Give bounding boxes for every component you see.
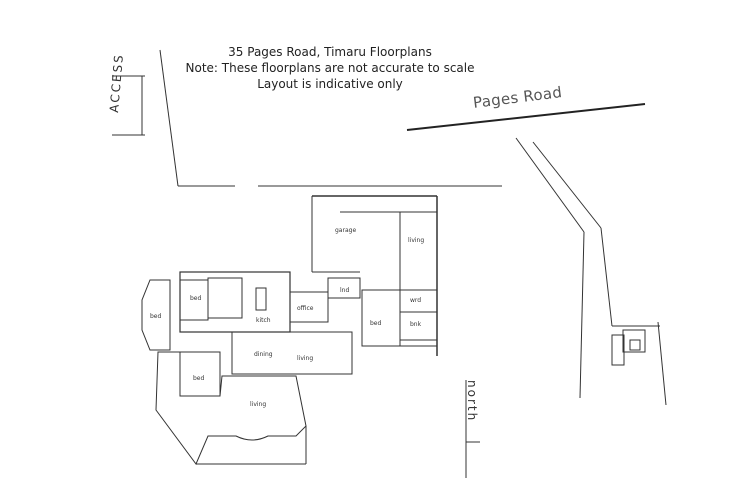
room-label-lnd: lnd (340, 287, 349, 294)
pages-road-line (406, 103, 646, 131)
room-label-bed-lower: bed (193, 375, 205, 382)
scale-note: Note: These floorplans are not accurate … (185, 61, 475, 75)
room-label-bed-left: bed (150, 313, 162, 320)
neighbour-building (622, 329, 646, 353)
boundary-left-line (159, 49, 179, 187)
room-label-bnk: bnk (410, 321, 422, 328)
room-label-living-bottom: living (250, 401, 266, 408)
plan-title: 35 Pages Road, Timaru Floorplans (228, 45, 432, 59)
room-label-kitch: kitch (256, 317, 271, 324)
lnd-room (327, 277, 361, 299)
room-label-bed-upper: bed (190, 295, 202, 302)
room-label-living-top: living (408, 237, 424, 244)
neighbour-shed (611, 334, 625, 366)
right-boundary-right (600, 227, 613, 327)
bed-left-bay (141, 279, 171, 351)
room-label-bed-right: bed (370, 320, 382, 327)
living-bottom-room (155, 351, 307, 465)
room-label-dining: dining (254, 351, 273, 358)
driveway-left-line (515, 137, 585, 233)
neighbour-building-inner (629, 339, 641, 351)
layout-note: Layout is indicative only (257, 77, 403, 91)
right-boundary-left (579, 231, 585, 399)
driveway-right-line (532, 141, 602, 229)
room-label-wrd: wrd (410, 297, 421, 304)
room-label-living-mid: living (297, 355, 313, 362)
room-label-office: office (297, 305, 314, 312)
bed-upper-room (179, 279, 209, 321)
bed-lower-room (179, 351, 221, 397)
kitchen-island (255, 287, 267, 311)
main-top-wall (179, 271, 291, 333)
bed-right-room (361, 289, 401, 347)
dining-living-room (231, 331, 353, 375)
right-lot-side (657, 321, 667, 406)
bathroom (207, 277, 243, 319)
room-label-garage: garage (335, 227, 356, 234)
